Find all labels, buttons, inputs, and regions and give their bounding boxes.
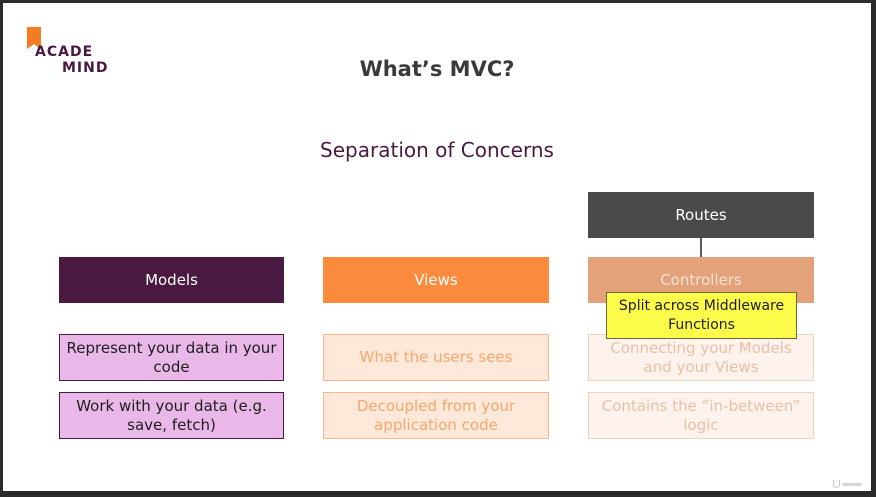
middleware-callout: Split across Middleware Functions	[606, 292, 797, 339]
views-header: Views	[323, 257, 549, 303]
models-item-2: Work with your data (e.g. save, fetch)	[59, 392, 284, 439]
logo-text-line1: ACADE	[35, 44, 94, 60]
controllers-item-2: Contains the “in-between” logic	[588, 392, 814, 439]
academind-logo: ACADE MIND	[23, 23, 133, 83]
udemy-u-icon	[833, 480, 840, 488]
slide-title: What’s MVC?	[359, 57, 515, 81]
logo-text-line2: MIND	[62, 60, 109, 76]
controllers-item-1: Connecting your Models and your Views	[588, 334, 814, 381]
udemy-logo-icon	[833, 479, 867, 489]
views-item-2: Decoupled from your application code	[323, 392, 549, 439]
views-item-1: What the users sees	[323, 334, 549, 381]
models-item-1: Represent your data in your code	[59, 334, 284, 381]
slide: ACADE MIND What’s MVC? Separation of Con…	[3, 3, 871, 491]
watermark-bar	[842, 482, 862, 486]
routes-box: Routes	[588, 192, 814, 238]
models-header: Models	[59, 257, 284, 303]
bookmark-icon	[27, 27, 41, 49]
slide-subtitle: Separation of Concerns	[320, 138, 554, 162]
routes-controllers-connector	[700, 238, 702, 257]
